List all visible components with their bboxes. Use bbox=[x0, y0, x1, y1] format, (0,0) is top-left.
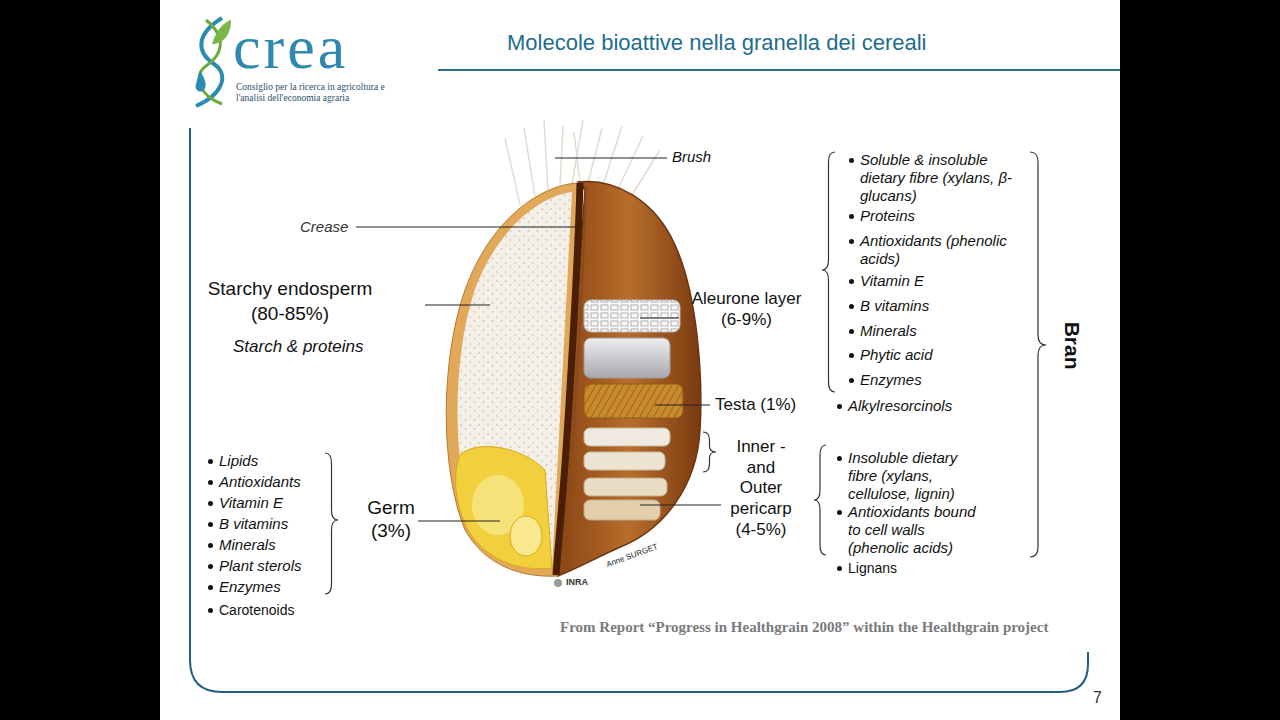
component-item: Insoluble dietary fibre (xylans, cellulo… bbox=[848, 449, 986, 503]
leader-line bbox=[640, 318, 679, 319]
art-detail bbox=[325, 152, 1046, 594]
part-name: Inner - and Outer pericarp (4-5%) bbox=[725, 437, 797, 541]
component-item: Antioxidants (phenolic acids) bbox=[860, 232, 1010, 268]
outer-pericarp bbox=[584, 478, 667, 496]
bullet-dot bbox=[208, 501, 213, 506]
leader-line bbox=[655, 405, 710, 406]
side-bar bbox=[1120, 0, 1280, 720]
bullet-dot bbox=[208, 543, 213, 548]
bullet-dot bbox=[208, 564, 213, 569]
title-rule bbox=[438, 69, 1120, 71]
logo-leaf bbox=[212, 20, 231, 44]
component-item: Lipids bbox=[219, 452, 258, 470]
component-item: Soluble & insoluble dietary fibre (xylan… bbox=[860, 151, 1025, 205]
component-item: Alkylresorcinols bbox=[848, 397, 952, 415]
logo-drop bbox=[196, 70, 206, 92]
brace bbox=[703, 432, 716, 472]
bullet-dot bbox=[849, 279, 854, 284]
bullet-dot bbox=[837, 404, 842, 409]
source-caption: From Report “Progress in Healthgrain 200… bbox=[560, 618, 1048, 636]
component-item: Minerals bbox=[860, 322, 917, 340]
group-name: Bran bbox=[1059, 321, 1084, 369]
component-item: B vitamins bbox=[860, 297, 929, 315]
component-item: Vitamin E bbox=[860, 272, 924, 290]
leader-line bbox=[640, 505, 721, 506]
germ-embryo bbox=[510, 516, 542, 556]
brush-hair bbox=[618, 136, 643, 189]
bullet-dot bbox=[208, 459, 213, 464]
part-note: Starch & proteins bbox=[233, 337, 363, 357]
aleurone-layer bbox=[584, 300, 680, 332]
side-bar bbox=[0, 0, 160, 720]
art-detail bbox=[356, 158, 721, 521]
inra-mark bbox=[554, 579, 562, 587]
brush-hair bbox=[505, 138, 520, 205]
component-item: Enzymes bbox=[860, 371, 922, 389]
component-item: Vitamin E bbox=[219, 494, 283, 512]
brush-hair bbox=[544, 120, 548, 190]
component-item: Enzymes bbox=[219, 578, 281, 596]
brace bbox=[1030, 152, 1046, 557]
part-name: Aleurone layer (6-9%) bbox=[684, 288, 809, 331]
bullet-dot bbox=[208, 585, 213, 590]
bullet-dot bbox=[849, 158, 854, 163]
component-item: B vitamins bbox=[219, 515, 288, 533]
part-name: Starchy endosperm (80-85%) bbox=[205, 277, 375, 326]
component-item: Phytic acid bbox=[860, 346, 933, 364]
brush-hair bbox=[588, 128, 602, 183]
brush-hair bbox=[632, 150, 660, 195]
brush-hair bbox=[560, 126, 563, 186]
leader-line bbox=[425, 305, 490, 306]
brace bbox=[822, 152, 835, 392]
slide-ground bbox=[160, 0, 1120, 720]
credit-mark: INRA bbox=[566, 577, 588, 588]
bullet-dot bbox=[849, 239, 854, 244]
bullet-dot bbox=[208, 522, 213, 527]
logo-subtitle: Consiglio per la ricerca in agricoltura … bbox=[236, 82, 386, 104]
component-item: Minerals bbox=[219, 536, 276, 554]
leader-line bbox=[356, 227, 578, 228]
component-item: Plant sterols bbox=[219, 557, 302, 575]
inner-pericarp bbox=[584, 428, 670, 446]
component-item: Carotenoids bbox=[219, 602, 295, 619]
brace bbox=[325, 453, 338, 594]
brush-hair bbox=[572, 120, 583, 184]
slide-frame bbox=[190, 128, 1088, 692]
credit-mark: Anne SURGET bbox=[605, 542, 659, 570]
bullet-dot bbox=[849, 353, 854, 358]
bullet-dot bbox=[837, 456, 842, 461]
part-name: Germ (3%) bbox=[360, 497, 422, 543]
bullet-dot bbox=[837, 566, 842, 571]
outer-pericarp bbox=[584, 500, 660, 520]
part-name: Testa (1%) bbox=[715, 395, 796, 415]
bullet-dot bbox=[837, 510, 842, 515]
component-item: Antioxidants bound to cell walls (phenol… bbox=[848, 503, 986, 557]
part-name: Brush bbox=[672, 148, 711, 166]
brush-hair bbox=[603, 126, 622, 185]
testa-layer bbox=[584, 384, 683, 418]
component-item: Lignans bbox=[848, 560, 897, 577]
leader-line bbox=[555, 158, 667, 159]
bullet-dot bbox=[849, 378, 854, 383]
germ bbox=[456, 447, 552, 569]
bullet-dot bbox=[208, 480, 213, 485]
bullet-dot bbox=[849, 329, 854, 334]
component-item: Proteins bbox=[860, 207, 915, 225]
leader-line bbox=[418, 521, 500, 522]
bullet-dot bbox=[849, 214, 854, 219]
brace bbox=[814, 445, 826, 555]
crease bbox=[562, 186, 586, 572]
component-item: Antioxidants bbox=[219, 473, 301, 491]
hyaline-layer bbox=[584, 338, 670, 378]
slide-title: Molecole bioattive nella granella dei ce… bbox=[507, 30, 926, 56]
part-name: Crease bbox=[300, 218, 348, 236]
bullet-dot bbox=[849, 304, 854, 309]
page-number: 7 bbox=[1093, 688, 1102, 707]
inner-pericarp bbox=[584, 452, 665, 470]
starchy-endosperm bbox=[458, 192, 573, 568]
logo-wordmark: crea bbox=[233, 16, 348, 78]
brush-hair bbox=[524, 128, 535, 196]
bullet-dot bbox=[208, 608, 213, 613]
